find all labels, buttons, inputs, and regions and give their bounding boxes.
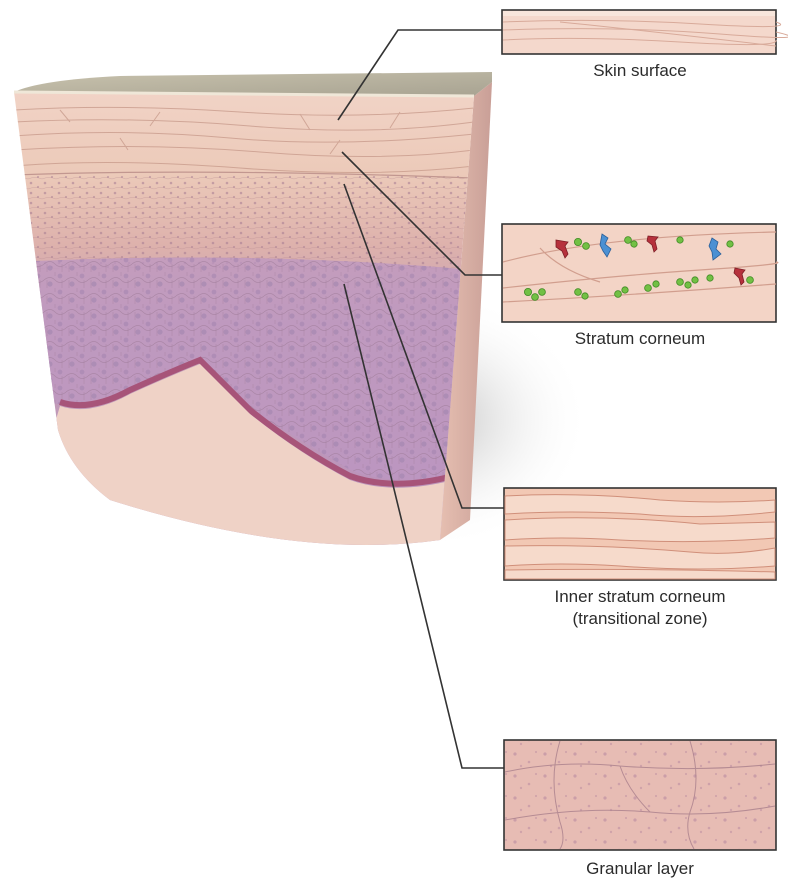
label-skin-surface-text: Skin surface <box>500 60 780 82</box>
label-granular-layer: Granular layer <box>500 858 780 880</box>
skin-block-illustration <box>14 72 492 560</box>
label-granular-text: Granular layer <box>500 858 780 880</box>
panel-skin-surface <box>502 10 788 54</box>
label-inner-line2: (transitional zone) <box>496 608 784 630</box>
label-skin-surface: Skin surface <box>500 60 780 82</box>
panel-granular-layer <box>504 740 776 850</box>
panel-stratum-corneum <box>502 224 778 322</box>
label-stratum-corneum-text: Stratum corneum <box>500 328 780 350</box>
label-inner-stratum-corneum: Inner stratum corneum (transitional zone… <box>496 586 784 630</box>
panel-inner-stratum-corneum <box>504 488 776 580</box>
label-stratum-corneum: Stratum corneum <box>500 328 780 350</box>
label-inner-line1: Inner stratum corneum <box>496 586 784 608</box>
